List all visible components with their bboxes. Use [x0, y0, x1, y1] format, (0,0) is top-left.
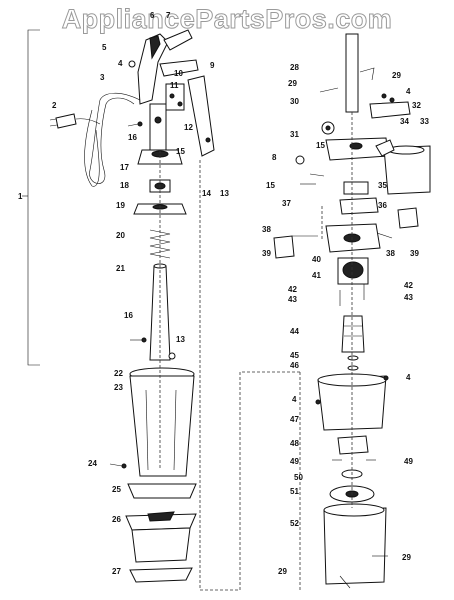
motor-base — [323, 507, 387, 585]
handle-grip — [137, 33, 169, 105]
base-gasket — [129, 567, 193, 583]
callout-16: 16 — [124, 311, 133, 320]
base-body — [131, 527, 191, 563]
callout-49: 49 — [290, 457, 299, 466]
callout-25: 25 — [112, 485, 121, 494]
callout-27: 27 — [112, 567, 121, 576]
callout-7: 7 — [166, 11, 171, 20]
callout-29: 29 — [288, 79, 297, 88]
callout-8: 8 — [272, 153, 277, 162]
motor-shaft — [345, 33, 359, 113]
bracket — [343, 181, 369, 195]
handle-cover — [163, 29, 193, 51]
callout-16: 16 — [128, 133, 137, 142]
power-cord — [89, 92, 141, 184]
side-bar — [187, 75, 215, 157]
callout-51: 51 — [290, 487, 299, 496]
callout-9: 9 — [210, 61, 215, 70]
callout-28: 28 — [290, 63, 299, 72]
callout-19: 19 — [116, 201, 125, 210]
callout-39: 39 — [262, 249, 271, 258]
callout-33: 33 — [420, 117, 429, 126]
bag-ring — [127, 483, 197, 499]
cup-latch — [375, 139, 395, 157]
switch-plate — [159, 59, 199, 77]
spring — [149, 229, 171, 259]
callout-22: 22 — [114, 369, 123, 378]
callout-1: 1 — [18, 192, 23, 201]
callout-5: 5 — [102, 43, 107, 52]
callout-10: 10 — [174, 69, 183, 78]
callout-4: 4 — [406, 373, 411, 382]
callout-17: 17 — [120, 163, 129, 172]
right-assembly — [273, 33, 431, 590]
callout-29: 29 — [402, 553, 411, 562]
callout-2: 2 — [52, 101, 57, 110]
callout-6: 6 — [150, 11, 155, 20]
armature — [341, 315, 365, 353]
callout-4: 4 — [118, 59, 123, 68]
callout-20: 20 — [116, 231, 125, 240]
callout-12: 12 — [184, 123, 193, 132]
dust-bag — [129, 375, 195, 477]
callout-43: 43 — [404, 293, 413, 302]
callout-23: 23 — [114, 383, 123, 392]
callout-18: 18 — [120, 181, 129, 190]
callout-34: 34 — [400, 117, 409, 126]
callout-4: 4 — [406, 87, 411, 96]
callout-14: 14 — [202, 189, 211, 198]
callout-15: 15 — [266, 181, 275, 190]
callout-31: 31 — [290, 130, 299, 139]
switch-cover — [369, 101, 411, 119]
callout-48: 48 — [290, 439, 299, 448]
callout-49: 49 — [404, 457, 413, 466]
handle-insert — [149, 35, 161, 60]
callout-40: 40 — [312, 255, 321, 264]
callout-15: 15 — [316, 141, 325, 150]
callout-4: 4 — [292, 395, 297, 404]
callout-39: 39 — [410, 249, 419, 258]
left-assembly — [22, 29, 300, 591]
callout-11: 11 — [170, 81, 179, 90]
cord-plug — [55, 113, 77, 129]
callout-36: 36 — [378, 201, 387, 210]
filter-left — [273, 235, 295, 259]
callout-43: 43 — [288, 295, 297, 304]
callout-41: 41 — [312, 271, 321, 280]
callout-42: 42 — [288, 285, 297, 294]
callout-38: 38 — [386, 249, 395, 258]
callout-30: 30 — [290, 97, 299, 106]
callout-44: 44 — [290, 327, 299, 336]
callout-29: 29 — [278, 567, 287, 576]
callout-13: 13 — [176, 335, 185, 344]
callout-38: 38 — [262, 225, 271, 234]
filter-right — [397, 207, 419, 229]
callout-32: 32 — [412, 101, 421, 110]
callout-47: 47 — [290, 415, 299, 424]
callout-46: 46 — [290, 361, 299, 370]
callout-24: 24 — [88, 459, 97, 468]
callout-29: 29 — [392, 71, 401, 80]
callout-15: 15 — [176, 147, 185, 156]
callout-3: 3 — [100, 73, 105, 82]
callout-42: 42 — [404, 281, 413, 290]
upper-tube — [149, 103, 167, 151]
callout-45: 45 — [290, 351, 299, 360]
callout-13: 13 — [220, 189, 229, 198]
callout-35: 35 — [378, 181, 387, 190]
motor-plate — [339, 197, 379, 215]
impeller-plate — [337, 435, 369, 455]
callout-37: 37 — [282, 199, 291, 208]
callout-21: 21 — [116, 264, 125, 273]
callout-26: 26 — [112, 515, 121, 524]
callout-50: 50 — [294, 473, 303, 482]
callout-52: 52 — [290, 519, 299, 528]
